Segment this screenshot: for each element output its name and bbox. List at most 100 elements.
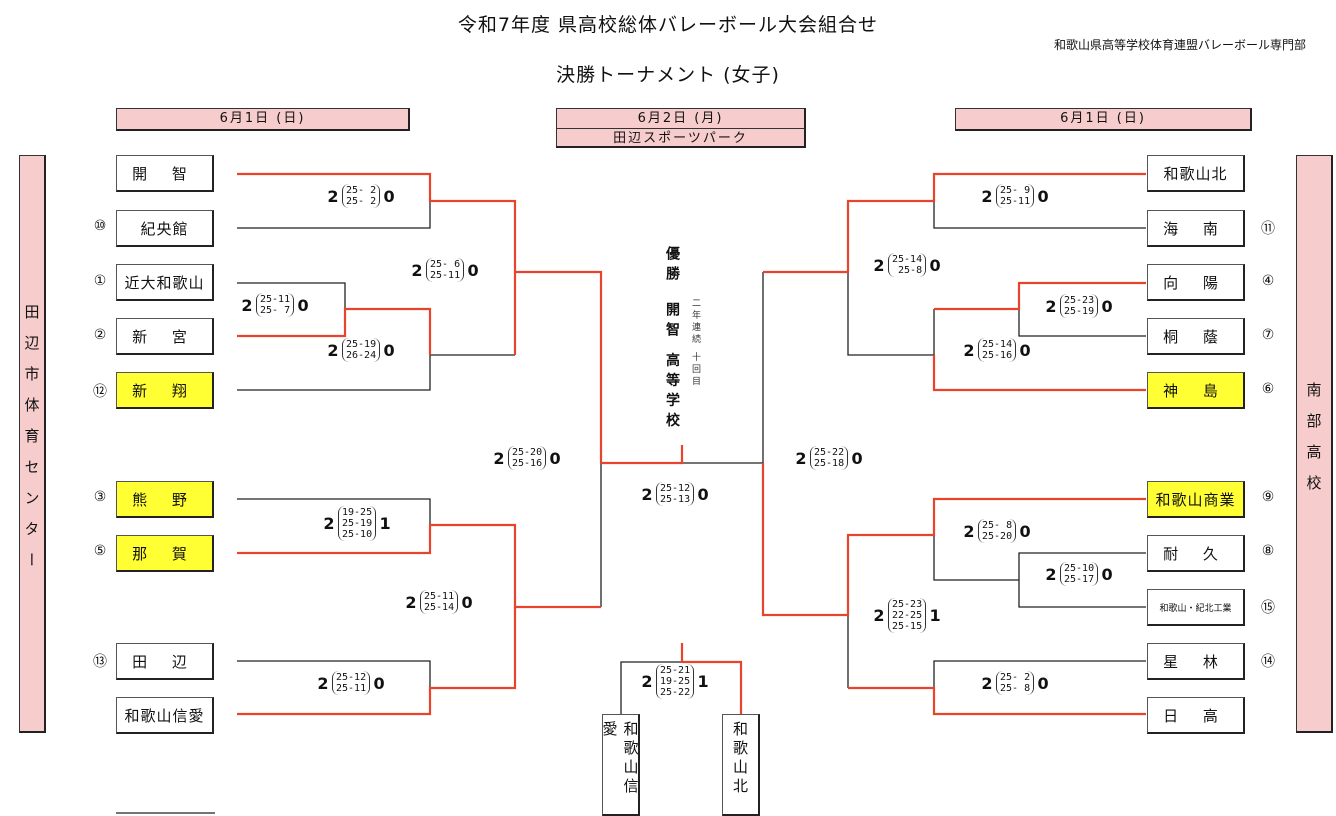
set-score: 25-22 bbox=[814, 447, 845, 458]
set-score: 25-12 bbox=[336, 672, 367, 683]
sets-won: 2 bbox=[873, 606, 885, 625]
set-score: 25-23 bbox=[892, 599, 923, 610]
sets-lost: 0 bbox=[549, 448, 561, 468]
set-score: 22-25 bbox=[892, 610, 923, 621]
set-score: 25-14 bbox=[424, 602, 455, 613]
set-score: 25-20 bbox=[982, 531, 1013, 542]
sets-lost: 0 bbox=[373, 673, 385, 693]
team-right-8: 和歌山・紀北工業 bbox=[1147, 589, 1245, 626]
page-title: 令和7年度 県高校総体バレーボール大会組合せ bbox=[457, 14, 879, 36]
venue-left: 田辺市体育センター bbox=[19, 155, 46, 733]
seed-right-6: ⑨ bbox=[1261, 489, 1275, 505]
team-right-10: 日 高 bbox=[1147, 697, 1245, 734]
set-score: 25- 8 bbox=[1000, 683, 1031, 694]
sets-won: 2 bbox=[1045, 564, 1057, 584]
set-score: 25-10 bbox=[1064, 563, 1095, 574]
seed-left-7: ⑤ bbox=[93, 543, 107, 559]
set-score: 25-23 bbox=[1064, 295, 1095, 306]
sets-won: 2 bbox=[323, 514, 335, 533]
sets-won: 2 bbox=[963, 340, 975, 360]
sets-won: 2 bbox=[641, 672, 653, 691]
set-score: 25-15 bbox=[892, 621, 923, 632]
set-score: 25- 9 bbox=[1000, 185, 1031, 196]
seed-right-3: ④ bbox=[1261, 273, 1275, 289]
set-score: 25-14 bbox=[892, 254, 923, 265]
date-left: 6月1日 (日) bbox=[116, 108, 410, 131]
set-score: 25-22 bbox=[660, 687, 691, 698]
seed-left-4: ② bbox=[93, 327, 107, 343]
set-score: 25- 8 bbox=[982, 520, 1013, 531]
team-left-7: 那 賀 bbox=[116, 535, 214, 572]
sets-lost: 0 bbox=[1101, 296, 1113, 316]
set-score: 19-25 bbox=[660, 676, 691, 687]
venue-right: 南部高校 bbox=[1296, 155, 1333, 733]
sets-lost: 0 bbox=[1037, 673, 1049, 693]
third-place-right: 和歌山北 bbox=[722, 714, 760, 816]
page-subtitle: 決勝トーナメント (女子) bbox=[556, 64, 780, 86]
date-right: 6月1日 (日) bbox=[955, 108, 1252, 131]
team-right-5: 神 島 bbox=[1147, 372, 1245, 409]
set-score: 25-19 bbox=[342, 518, 373, 529]
seed-left-8: ⑬ bbox=[93, 654, 107, 670]
set-score: 25-21 bbox=[660, 665, 691, 676]
set-score: 25-11 bbox=[1000, 196, 1031, 207]
set-score: 25-16 bbox=[512, 458, 543, 469]
seed-left-3: ① bbox=[93, 273, 107, 289]
third-place-left: 和歌山信愛 bbox=[601, 714, 640, 816]
organizer-label: 和歌山県高等学校体育連盟バレーボール専門部 bbox=[1053, 38, 1306, 52]
sets-won: 2 bbox=[981, 673, 993, 693]
sets-lost: 1 bbox=[379, 514, 391, 533]
set-score: 25-13 bbox=[660, 494, 691, 505]
sets-lost: 1 bbox=[697, 672, 709, 691]
seed-left-6: ③ bbox=[93, 489, 107, 505]
seed-right-7: ⑧ bbox=[1261, 543, 1275, 559]
set-score: 25-16 bbox=[982, 350, 1013, 361]
sets-lost: 0 bbox=[1037, 186, 1049, 206]
team-left-3: 近大和歌山 bbox=[116, 264, 214, 301]
set-score: 25-18 bbox=[814, 458, 845, 469]
set-score: 25-11 bbox=[430, 270, 461, 281]
sets-lost: 0 bbox=[297, 295, 309, 315]
sets-won: 2 bbox=[641, 484, 653, 504]
seed-right-5: ⑥ bbox=[1261, 381, 1275, 397]
sets-won: 2 bbox=[493, 448, 505, 468]
champion-label: 優勝 bbox=[664, 246, 680, 286]
champion-note: 二年連続 十回目 bbox=[690, 298, 700, 388]
set-score: 25- 2 bbox=[1000, 672, 1031, 683]
seed-right-9: ⑭ bbox=[1261, 654, 1275, 670]
team-left-4: 新 宮 bbox=[116, 318, 214, 355]
seed-left-2: ⑩ bbox=[93, 218, 107, 234]
venue-center: 田辺スポーツパーク bbox=[556, 128, 806, 148]
sets-lost: 0 bbox=[851, 448, 863, 468]
set-score: 25- 7 bbox=[260, 305, 291, 316]
seed-right-2: ⑪ bbox=[1261, 221, 1275, 237]
set-score: 26-24 bbox=[346, 350, 377, 361]
sets-lost: 0 bbox=[697, 484, 709, 504]
sets-won: 2 bbox=[873, 255, 885, 275]
set-score: 25-12 bbox=[660, 483, 691, 494]
team-left-2: 紀央館 bbox=[116, 210, 214, 247]
set-score: 25-8 bbox=[898, 265, 923, 276]
sets-lost: 0 bbox=[1019, 521, 1031, 541]
